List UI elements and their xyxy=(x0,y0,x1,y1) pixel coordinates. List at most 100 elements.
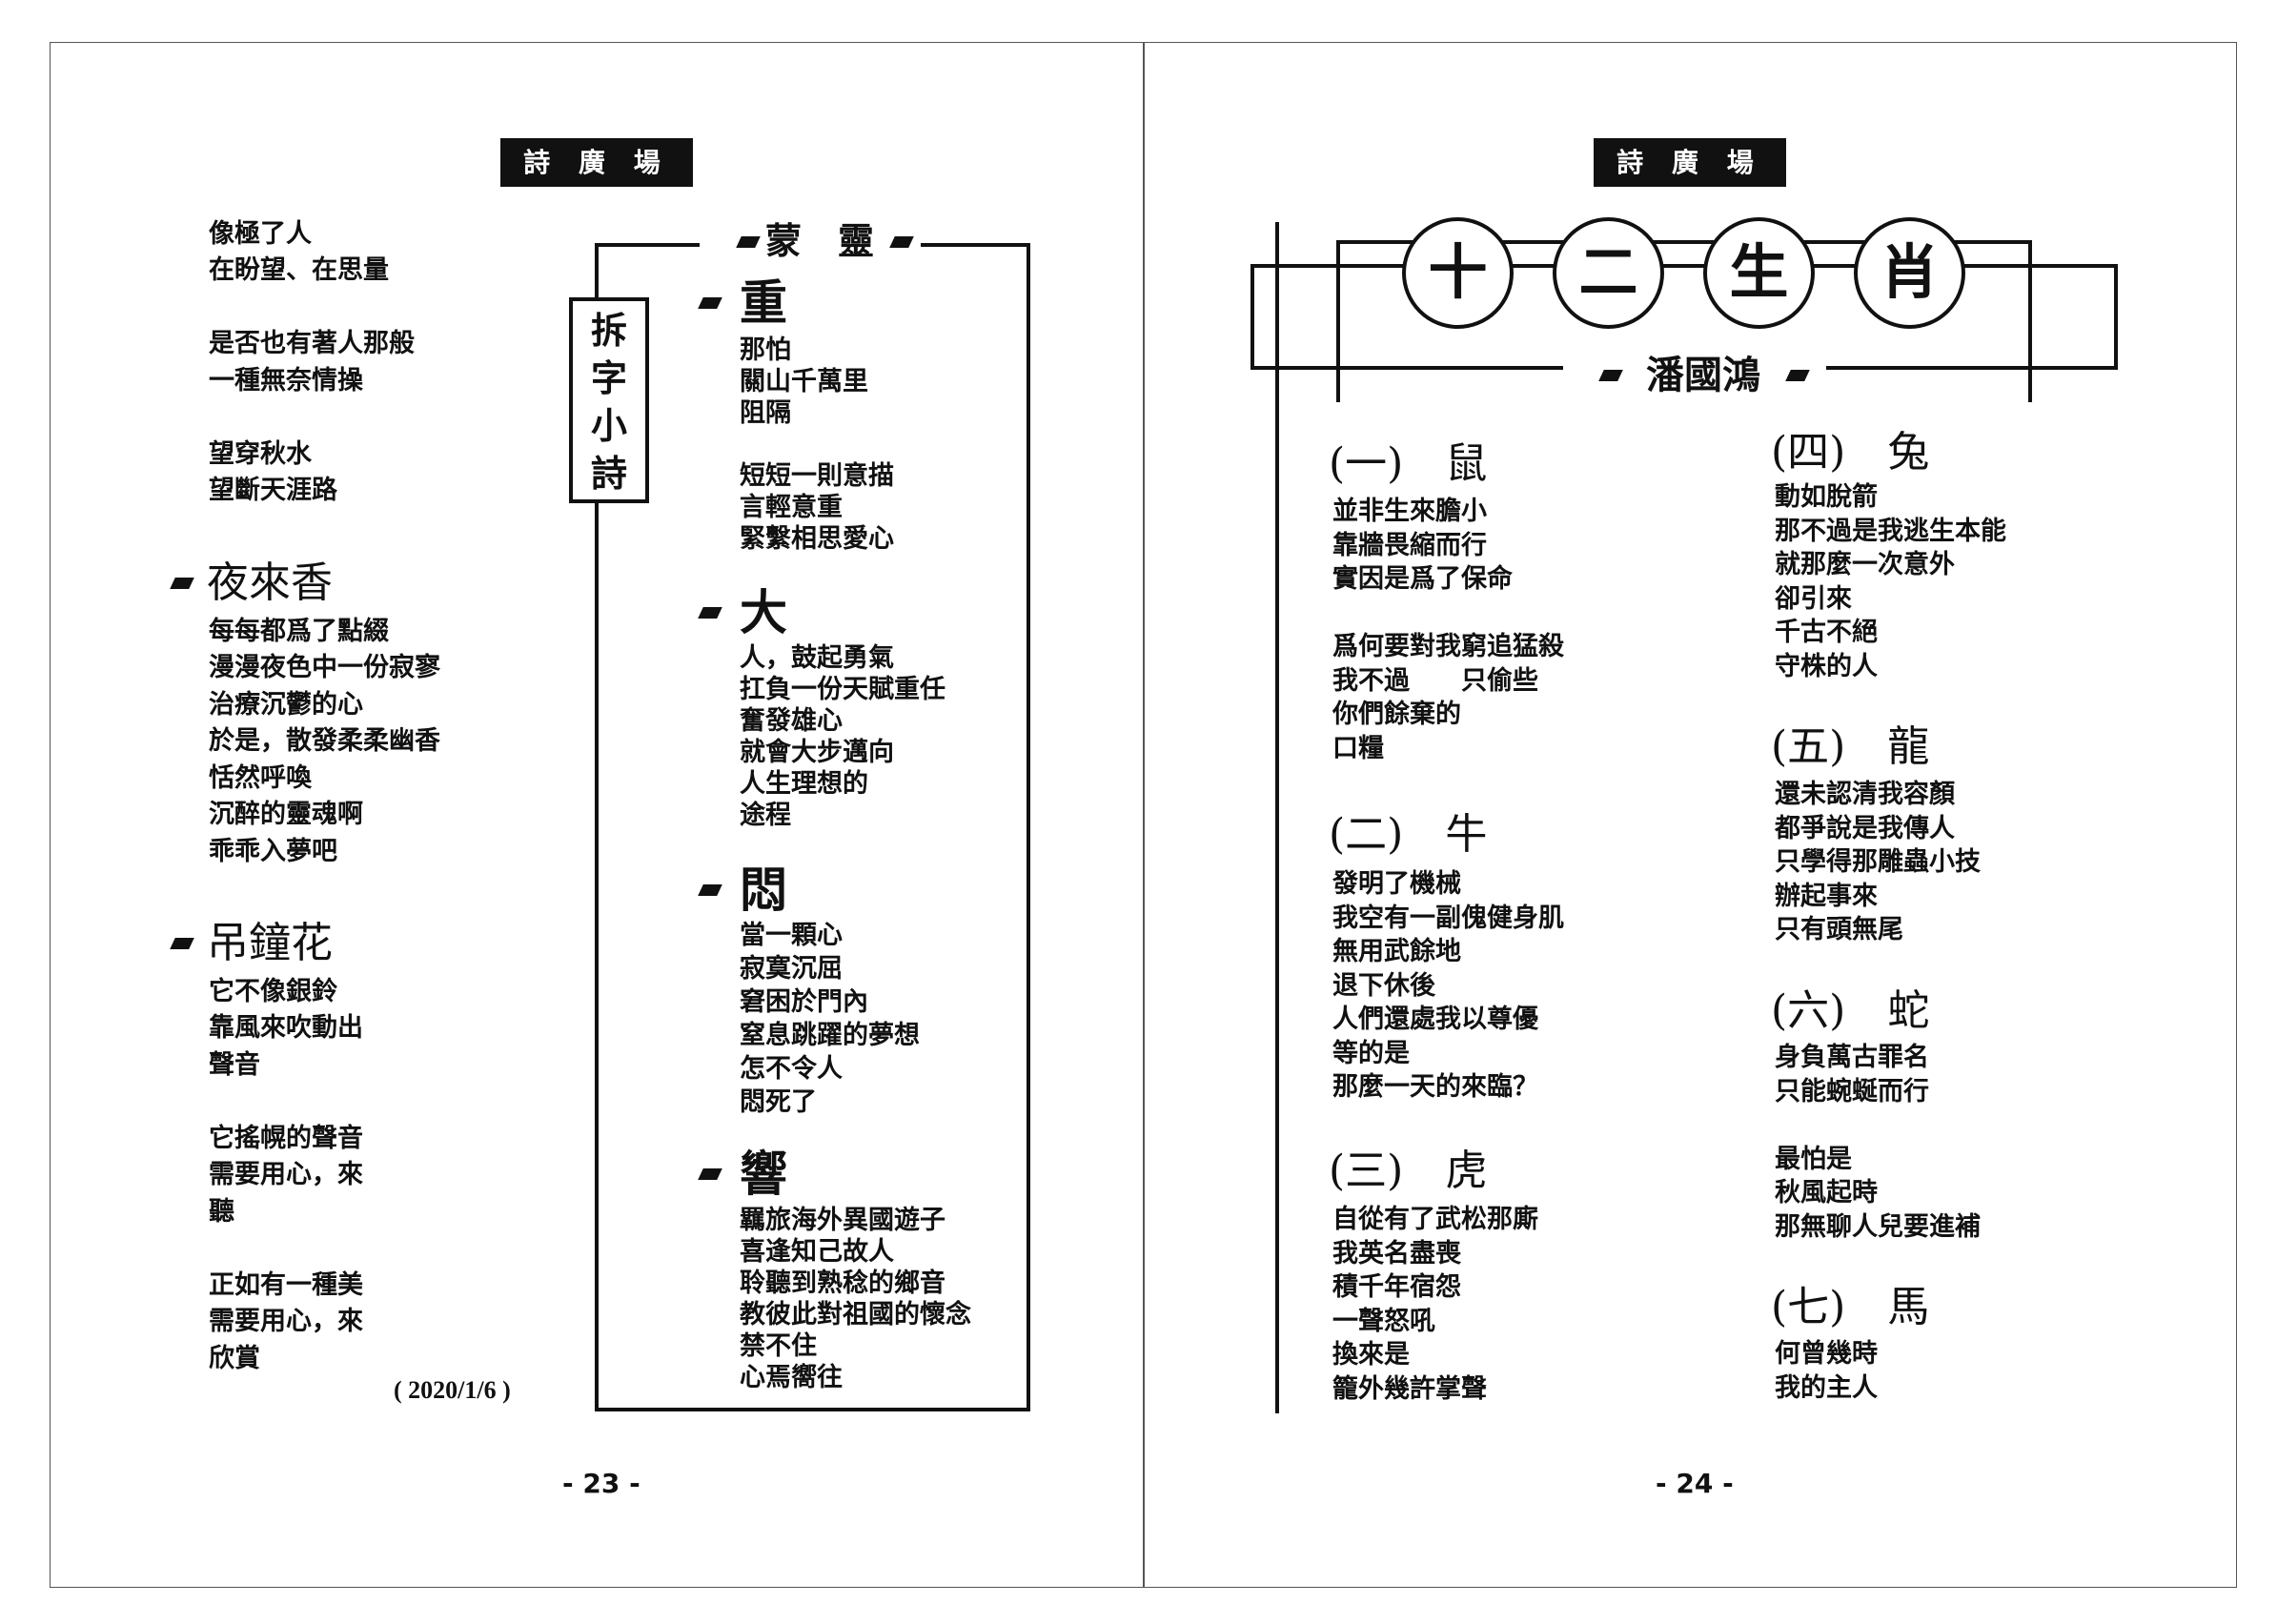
poem-line: 正如有一種美 xyxy=(209,1269,363,1300)
zodiac-heading: (二) 牛 xyxy=(1329,810,1488,859)
poem-line: 那麼一天的來臨？ xyxy=(1332,1072,1538,1103)
poem-line: 卻引來 xyxy=(1775,583,1852,614)
poem-line: 羈旅海外異國遊子 xyxy=(740,1205,945,1235)
poem-line: 等的是 xyxy=(1332,1038,1410,1068)
poem-line: 需要用心，來 xyxy=(209,1307,363,1337)
zodiac-heading: (五) 龍 xyxy=(1771,722,1930,771)
entry-char: 重 xyxy=(740,274,787,331)
poem-line: 積千年宿怨 xyxy=(1332,1272,1461,1303)
poem-line: 欣賞 xyxy=(209,1343,260,1373)
poem-line: 換來是 xyxy=(1332,1340,1410,1370)
poem-line: 每每都爲了點綴 xyxy=(209,616,389,646)
zodiac-poem: 動如脫箭那不過是我逃生本能就那麼一次意外卻引來千古不絕守株的人 xyxy=(1775,480,2006,683)
entry-body: 羈旅海外異國遊子喜逢知己故人聆聽到熟稔的鄉音教彼此對祖國的懷念禁不住心焉嚮往 xyxy=(740,1205,971,1393)
poem-line: 我不過 只偷些 xyxy=(1332,665,1538,696)
box-top-border-right xyxy=(921,243,1030,247)
poem-line xyxy=(209,399,415,436)
entry-body: 當一顆心寂寞沉屈窘困於門內窒息跳躍的夢想怎不令人悶死了 xyxy=(740,919,920,1119)
poem-line: 退下休後 xyxy=(1332,970,1435,1001)
poem-line: 自從有了武松那廝 xyxy=(1332,1205,1538,1235)
poem-line: 並非生來膽小 xyxy=(1332,497,1487,527)
poem-line: 無用武餘地 xyxy=(1332,937,1461,967)
poem-line: 望斷天涯路 xyxy=(209,476,337,506)
poem-line: 怎不令人 xyxy=(740,1053,843,1084)
poem-line: 爲何要對我窮追猛殺 xyxy=(1332,632,1564,662)
poem-line: 像極了人 xyxy=(209,218,312,249)
poem-title: 夜來香 xyxy=(207,558,333,607)
poem-line: 扛負一份天賦重任 xyxy=(740,674,945,704)
poem-line: 一聲怒吼 xyxy=(1332,1306,1435,1336)
poem-line: 人們還處我以尊優 xyxy=(1332,1005,1538,1035)
inner-title-frame xyxy=(1336,240,2032,402)
poem-line: 一種無奈情操 xyxy=(209,365,363,396)
zodiac-heading: (六) 蛇 xyxy=(1771,986,1930,1035)
poem-line xyxy=(209,290,415,327)
poem-line: 寂寞沉屈 xyxy=(740,953,843,984)
poem-line: 在盼望、在思量 xyxy=(209,255,389,286)
zodiac-heading: (四) 兔 xyxy=(1771,428,1930,477)
zodiac-poem: 還未認清我容顏都爭說是我傳人只學得那雕蟲小技辦起事來只有頭無尾 xyxy=(1775,778,1981,947)
title-char-circle: 肖 xyxy=(1854,217,1965,329)
poem-line: 聽 xyxy=(209,1196,234,1227)
poem-line: 聆聽到熟稔的鄉音 xyxy=(740,1268,945,1298)
poem-line: 只有頭無尾 xyxy=(1775,915,1903,945)
poem-line: 那不過是我逃生本能 xyxy=(1775,516,2006,546)
poem-line: 那無聊人兒要進補 xyxy=(1775,1211,1981,1242)
poem-line: 教彼此對祖國的懷念 xyxy=(740,1299,971,1330)
poem-line: 奮發雄心 xyxy=(740,705,843,736)
poem-line: 最怕是 xyxy=(1775,1144,1852,1174)
poem-line: 漫漫夜色中一份寂寥 xyxy=(209,653,440,683)
poem-line: 於是，散發柔柔幽香 xyxy=(209,726,440,757)
poem-line: 就會大步邁向 xyxy=(740,737,894,767)
entry-body: 那怕關山千萬里阻隔短短一則意描言輕意重緊繫相思愛心 xyxy=(740,335,894,555)
poem-line: 途程 xyxy=(740,800,791,830)
poem-line: 禁不住 xyxy=(740,1330,817,1361)
poem-line: 需要用心，來 xyxy=(209,1160,363,1190)
poem-line: 實因是爲了保命 xyxy=(1332,564,1513,595)
poem-line: 我空有一副傀健身肌 xyxy=(1332,903,1564,933)
intro-poem: 像極了人在盼望、在思量是否也有著人那般一種無奈情操望穿秋水望斷天涯路 xyxy=(209,216,415,510)
poem-line: 籠外幾許掌聲 xyxy=(1332,1373,1487,1404)
zodiac-poem: 發明了機械我空有一副傀健身肌無用武餘地退下休後人們還處我以尊優等的是那麼一天的來… xyxy=(1332,867,1564,1105)
poem-line: 悶死了 xyxy=(740,1086,817,1117)
poem-line: 秋風起時 xyxy=(1775,1178,1878,1208)
poem-line xyxy=(1332,597,1564,631)
zodiac-poem: 身負萬古罪名只能蜿蜒而行最怕是秋風起時那無聊人兒要進補 xyxy=(1775,1041,1981,1244)
poem-line: 守株的人 xyxy=(1775,651,1878,681)
zodiac-poem: 並非生來膽小靠牆畏縮而行實因是爲了保命爲何要對我窮追猛殺我不過 只偷些你們餘棄的… xyxy=(1332,495,1564,765)
section-tag-left: 詩 廣 場 xyxy=(500,138,693,187)
poem-line: 治療沉鬱的心 xyxy=(209,689,363,720)
box-top-border-left xyxy=(595,243,700,247)
side-label-char: 拆 xyxy=(590,310,627,352)
poem-line: 喜逢知己故人 xyxy=(740,1236,894,1267)
poem-line: 人生理想的 xyxy=(740,768,868,799)
poem-line: 就那麼一次意外 xyxy=(1775,550,1955,580)
poem-line: 窘困於門內 xyxy=(740,986,868,1017)
poem-line: 人，鼓起勇氣 xyxy=(740,642,894,673)
middle-author: 蒙 靈 xyxy=(764,219,874,262)
poem-line: 是否也有著人那般 xyxy=(209,329,415,359)
poem-line: 千古不絕 xyxy=(1775,618,1878,648)
page-number-left: - 23 - xyxy=(562,1468,640,1499)
poem-line: 言輕意重 xyxy=(740,492,843,522)
poem-line: 它不像銀鈴 xyxy=(209,976,337,1006)
entry-body: 人，鼓起勇氣扛負一份天賦重任奮發雄心就會大步邁向人生理想的途程 xyxy=(740,642,945,831)
page-divider xyxy=(1143,42,1145,1588)
poem-line: 緊繫相思愛心 xyxy=(740,523,894,554)
poem-body: 它不像銀鈴靠風來吹動出聲音它搖幌的聲音需要用心，來聽正如有一種美需要用心，來欣賞 xyxy=(209,974,363,1378)
title-char-circle: 二 xyxy=(1553,217,1664,329)
side-label-box: 拆字小詩 xyxy=(569,297,649,503)
poem-body: 每每都爲了點綴漫漫夜色中一份寂寥治療沉鬱的心於是，散發柔柔幽香恬然呼喚沉醉的靈魂… xyxy=(209,614,440,871)
poem-line: 發明了機械 xyxy=(1332,869,1461,900)
title-char-circle: 生 xyxy=(1703,217,1815,329)
poem-line: 辦起事來 xyxy=(1775,881,1878,911)
box-right-border xyxy=(1027,243,1030,1411)
zodiac-heading: (一) 鼠 xyxy=(1329,439,1488,488)
section-tag-right: 詩 廣 場 xyxy=(1594,138,1786,187)
poem-line: 乖乖入夢吧 xyxy=(209,836,337,866)
entry-char: 悶 xyxy=(740,862,787,918)
poem-line xyxy=(740,429,894,460)
poem-line: 聲音 xyxy=(209,1049,260,1080)
poem-line: 關山千萬里 xyxy=(740,366,868,396)
poem-line: 只學得那雕蟲小技 xyxy=(1775,847,1981,878)
